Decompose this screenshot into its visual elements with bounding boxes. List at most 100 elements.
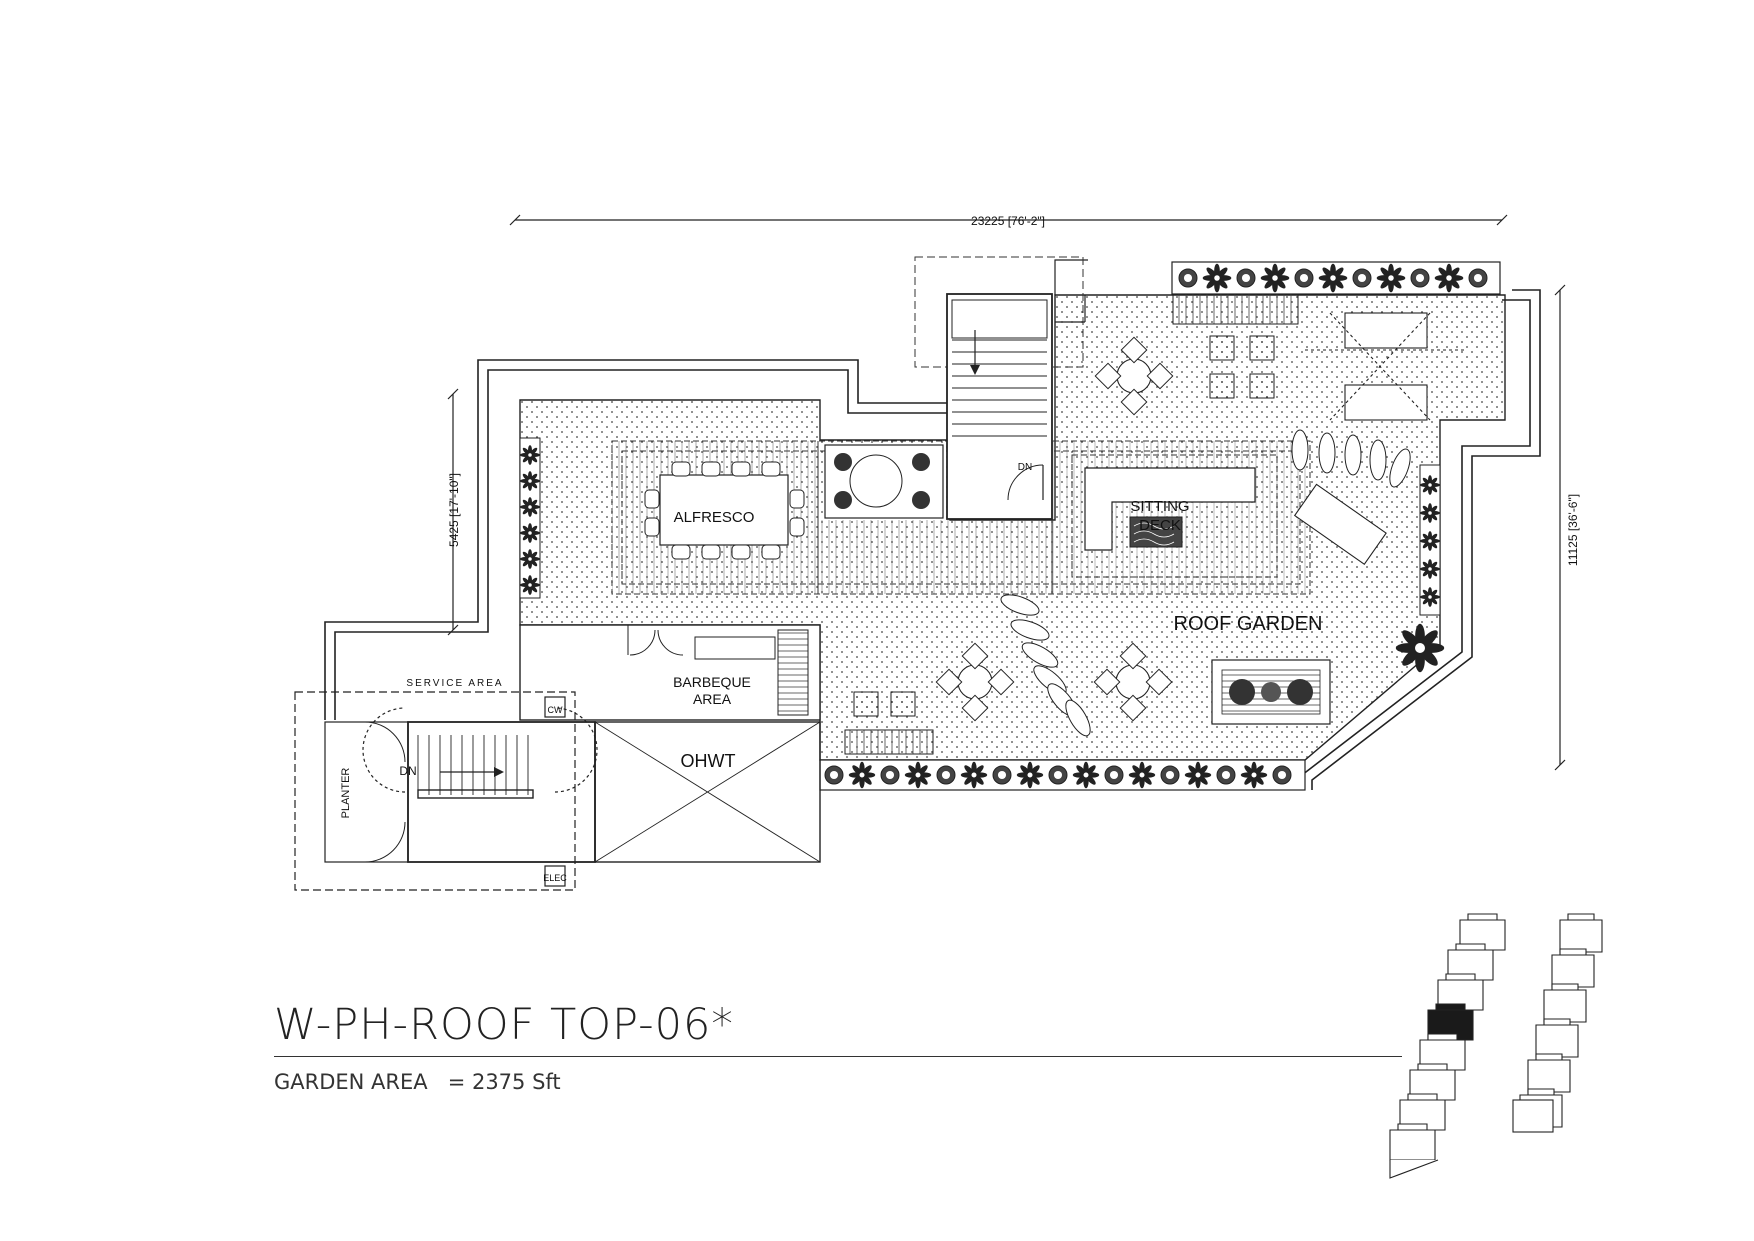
shrub-icon <box>848 761 876 789</box>
room-label-barbeque: BARBEQUE <box>673 674 751 690</box>
shrub-icon <box>960 761 988 789</box>
garden-furniture <box>853 335 1275 722</box>
stepping-stone <box>1369 439 1387 481</box>
ohwt-tank <box>594 721 821 863</box>
key-plan-unit <box>1437 973 1484 1011</box>
key-plan-unit <box>1551 948 1595 988</box>
tree-planter <box>824 444 944 519</box>
key-plan-unit <box>1535 1018 1579 1058</box>
shrub-icon <box>1240 761 1268 789</box>
shrub-icon <box>520 445 540 465</box>
key-plan-unit <box>1559 913 1603 953</box>
dining-table <box>644 461 805 560</box>
shrub-icon <box>1184 761 1212 789</box>
planter-bottom <box>819 759 1306 791</box>
garden-area: GARDEN AREA = 2375 Sft <box>274 1070 561 1094</box>
shrub-icon <box>1016 761 1044 789</box>
key-plan-unit <box>1409 1063 1456 1101</box>
planter-top <box>1171 261 1501 295</box>
chair-icon <box>644 517 660 537</box>
shrub-icon <box>520 549 540 569</box>
stepping-stone <box>1010 619 1050 641</box>
stepping-stone <box>1065 699 1091 737</box>
planter-left <box>519 437 541 599</box>
shrub-icon <box>1318 263 1348 293</box>
shrub-icon <box>1420 503 1440 523</box>
shrub-icon <box>904 761 932 789</box>
planter-box-icon <box>1249 335 1275 361</box>
key-plan <box>1389 913 1603 1179</box>
dimension-right <box>1554 284 1566 771</box>
shrub-icon <box>1420 475 1440 495</box>
barbeque-block <box>519 624 821 721</box>
chair-icon <box>789 489 805 509</box>
chair-icon <box>761 461 781 477</box>
planter-box-icon <box>1209 373 1235 399</box>
key-plan-unit <box>1427 1003 1474 1041</box>
title-rule <box>274 1056 1402 1057</box>
stepping-stone <box>1291 429 1309 471</box>
shrub-icon <box>1420 531 1440 551</box>
sun-loungers <box>1293 312 1465 565</box>
key-plan-unit <box>1419 1033 1466 1071</box>
chair-icon <box>761 544 781 560</box>
stepping-stone <box>1000 594 1040 616</box>
bench-bottom <box>844 729 934 755</box>
chair-icon <box>731 461 751 477</box>
dimension-left <box>447 388 459 636</box>
planter-box-icon <box>890 691 916 717</box>
stepping-stone <box>1344 434 1362 476</box>
room-label-alfresco: ALFRESCO <box>674 509 755 526</box>
lower-stair-treads <box>417 735 534 799</box>
shrub-icon <box>1395 623 1445 673</box>
dimension-right-label: 11125 [36'-6"] <box>1566 494 1580 566</box>
room-label-elec: ELEC <box>543 873 567 883</box>
chair-icon <box>644 489 660 509</box>
planter-right <box>1395 464 1445 673</box>
room-label-ohwt: OHWT <box>681 751 736 771</box>
bench-top <box>1172 293 1299 325</box>
chair-icon <box>701 544 721 560</box>
shrub-icon <box>520 471 540 491</box>
stepping-stone <box>1389 448 1411 488</box>
feature-planter <box>1211 659 1331 725</box>
planter-box-icon <box>1249 373 1275 399</box>
key-plan-unit <box>1527 1053 1571 1093</box>
room-label-roof-garden: ROOF GARDEN <box>1174 613 1323 635</box>
chair-icon <box>731 544 751 560</box>
sitting-deck <box>1071 454 1278 578</box>
chair-icon <box>671 461 691 477</box>
stepping-stones <box>1000 429 1411 737</box>
room-label-planter: PLANTER <box>340 768 352 819</box>
dimension-top <box>509 214 1508 226</box>
shrub-icon <box>520 523 540 543</box>
upper-stair-core <box>914 256 1084 520</box>
key-plan-unit <box>1399 1093 1446 1131</box>
room-label-cw: CW <box>548 705 563 715</box>
shrub-icon <box>1420 559 1440 579</box>
shrub-icon <box>1128 761 1156 789</box>
upper-stair-dn: DN <box>1018 462 1032 473</box>
planter-box-icon <box>853 691 879 717</box>
shrub-icon <box>520 497 540 517</box>
round-table-icon <box>935 642 1015 722</box>
chair-icon <box>789 517 805 537</box>
stepping-stone <box>1318 432 1336 474</box>
shrub-icon <box>1434 263 1464 293</box>
key-plan-unit <box>1543 983 1587 1023</box>
shrub-icon <box>1202 263 1232 293</box>
room-label-sitting: SITTING <box>1130 498 1189 515</box>
key-plan-unit <box>1459 913 1506 951</box>
shrub-icon <box>1420 587 1440 607</box>
stepping-stone <box>1021 642 1059 668</box>
planter-box-icon <box>1209 335 1235 361</box>
service-area <box>294 691 598 891</box>
room-label-barbeque-area: AREA <box>693 691 732 707</box>
garden-area-value: = 2375 Sft <box>447 1070 561 1094</box>
chair-icon <box>671 544 691 560</box>
shrub-icon <box>1072 761 1100 789</box>
round-table-icon <box>1094 336 1174 416</box>
key-plan-unit <box>1447 943 1494 981</box>
chair-icon <box>701 461 721 477</box>
